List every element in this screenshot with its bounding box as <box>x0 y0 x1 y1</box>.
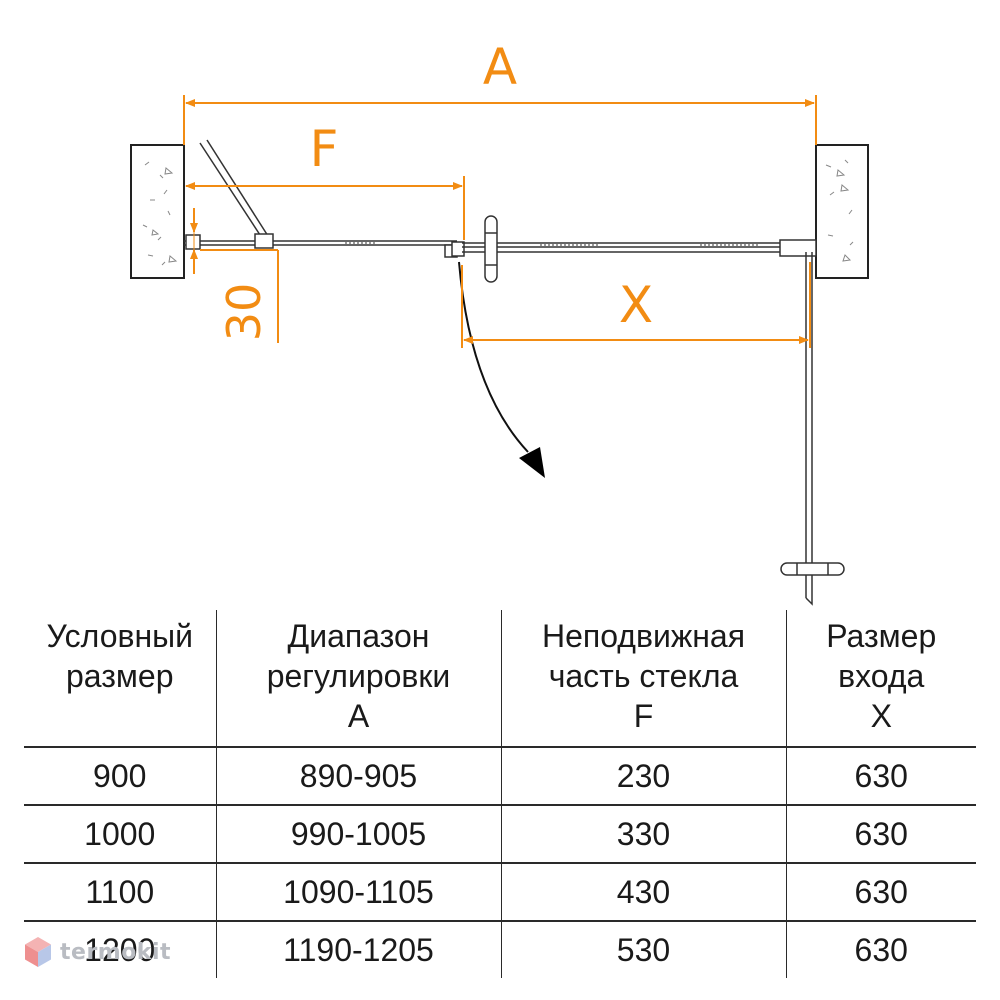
door-handle-closed <box>484 215 498 283</box>
dimension-a-label: A <box>483 38 517 96</box>
cell-fixed-glass: 330 <box>500 805 786 863</box>
table-header-row: Условный размер Диапазон регулировки A Н… <box>24 610 976 747</box>
header-nominal-size: Условный размер <box>46 618 194 694</box>
dimension-f <box>185 176 465 240</box>
dimension-30 <box>190 208 279 343</box>
dimension-a <box>183 95 817 145</box>
header-entrance-size: Размер входа X <box>785 610 976 747</box>
dimension-f-label: F <box>310 120 339 178</box>
cell-adjustment-range: 1090-1105 <box>215 863 501 921</box>
cell-nominal-size: 1000 <box>84 816 156 852</box>
table-row: 1200 1190-1205 530 630 <box>24 921 976 978</box>
dimension-30-label: 30 <box>217 283 271 342</box>
brand-name: termokit <box>60 939 172 965</box>
swing-direction-arrow <box>458 261 545 478</box>
cell-fixed-glass: 430 <box>500 863 786 921</box>
table-row: 1000 990-1005 330 630 <box>24 805 976 863</box>
sliding-door-closed <box>462 239 817 257</box>
door-open-position <box>805 252 813 606</box>
cell-nominal-size: 1200 <box>84 932 156 968</box>
left-wall <box>130 144 185 279</box>
right-wall <box>815 144 869 279</box>
support-bar <box>199 139 274 249</box>
cell-entrance-size: 630 <box>785 747 976 805</box>
cell-fixed-glass: 530 <box>500 921 786 978</box>
brand-watermark: termokit <box>24 936 171 968</box>
cell-nominal-size: 1100 <box>85 874 155 910</box>
table-row: 900 890-905 230 630 <box>24 747 976 805</box>
cell-entrance-size: 630 <box>785 921 976 978</box>
termokit-cube-logo-icon <box>25 937 51 967</box>
table-row: 1100 1090-1105 430 630 <box>24 863 976 921</box>
cell-adjustment-range: 990-1005 <box>215 805 501 863</box>
cell-entrance-size: 630 <box>785 805 976 863</box>
header-fixed-glass: Неподвижная часть стекла F <box>500 610 786 747</box>
fixed-glass-panel <box>184 234 457 250</box>
cell-adjustment-range: 890-905 <box>215 747 501 805</box>
cell-entrance-size: 630 <box>785 863 976 921</box>
glass-connector <box>444 241 465 258</box>
dimension-x <box>461 262 811 348</box>
size-specification-table: Условный размер Диапазон регулировки A Н… <box>24 610 976 978</box>
cell-fixed-glass: 230 <box>500 747 786 805</box>
cell-adjustment-range: 1190-1205 <box>215 921 501 978</box>
dimension-x-label: X <box>619 276 653 334</box>
cell-nominal-size: 900 <box>93 758 147 794</box>
shower-door-plan-diagram: A F X 30 <box>130 38 869 606</box>
door-handle-open <box>780 562 845 576</box>
header-adjustment-range: Диапазон регулировки A <box>215 610 501 747</box>
